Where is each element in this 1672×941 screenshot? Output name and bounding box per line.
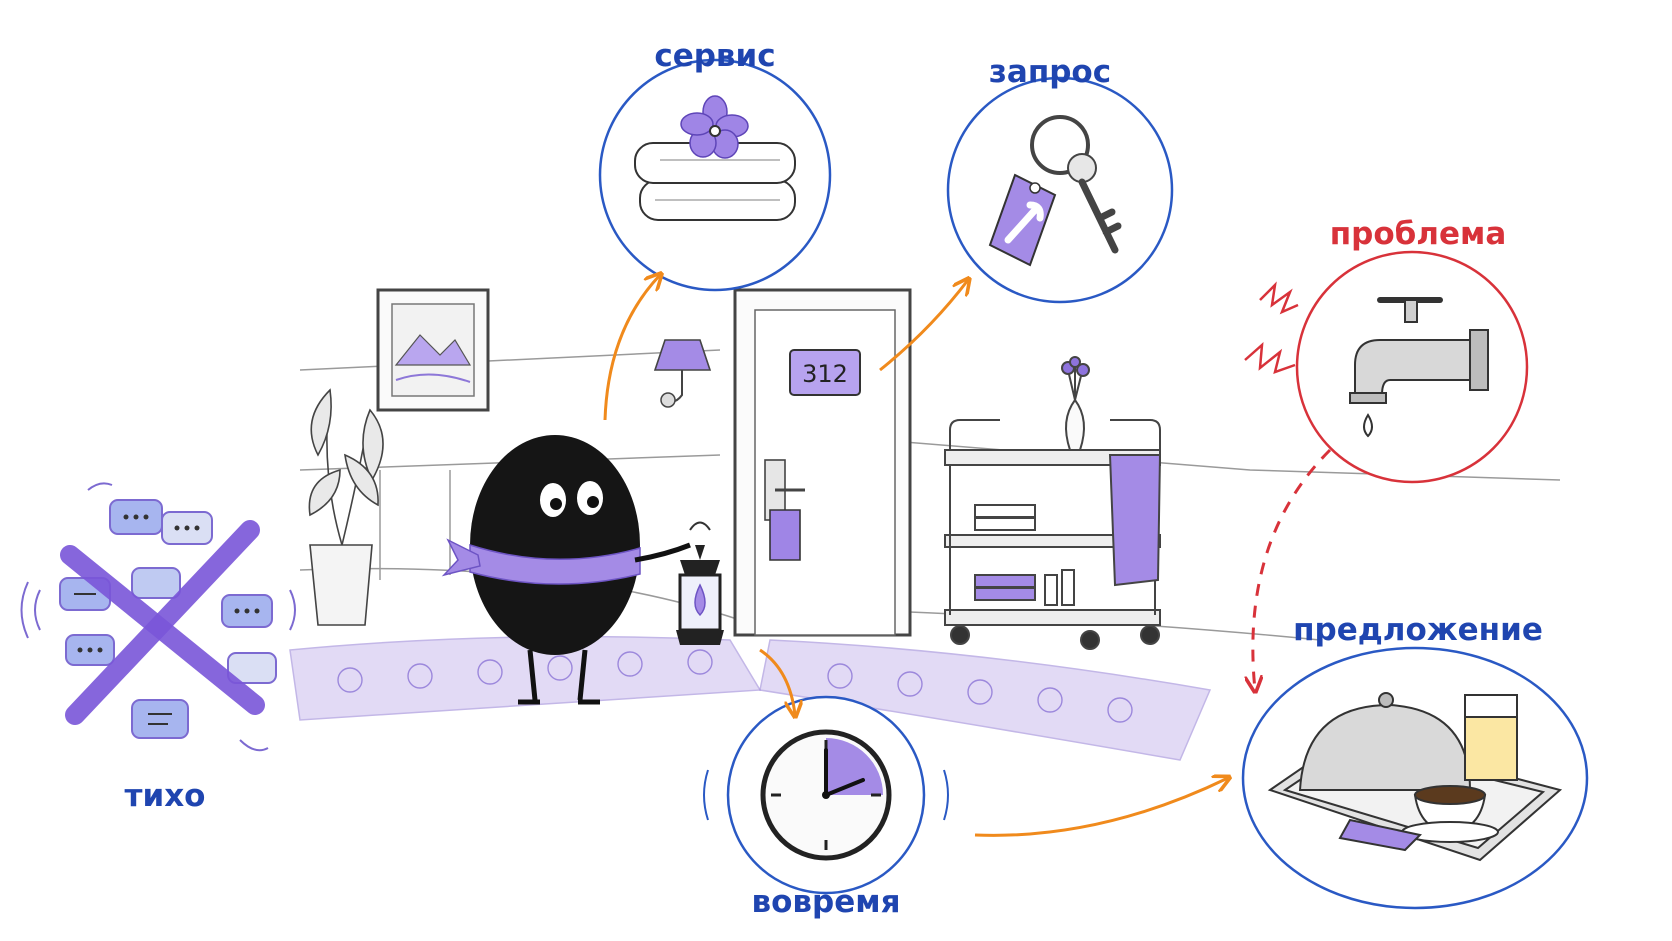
label-on-time: вовремя [752, 884, 901, 920]
lantern-icon [676, 521, 724, 645]
arrow-to-offer [974, 778, 1228, 837]
arrow-to-service [603, 275, 660, 421]
food-tray-icon [1267, 692, 1563, 862]
wall-picture-frame [376, 288, 490, 412]
arrow-to-request [879, 280, 968, 372]
label-service: сервис [654, 38, 775, 74]
offer-node [1241, 646, 1589, 910]
problem-spark-icon [1244, 281, 1299, 374]
room-number: 312 [802, 360, 848, 388]
potted-plant [308, 388, 384, 626]
wall-sconce-lamp [653, 339, 712, 408]
label-quiet: тихо [125, 778, 206, 814]
key-tag-icon [988, 115, 1122, 267]
service-node [598, 58, 832, 292]
door-hang-tag [769, 509, 801, 561]
request-node [946, 76, 1174, 304]
ninja-mascot [441, 435, 691, 705]
hotel-room-door: 312 [733, 288, 912, 637]
dripping-faucet-icon [1349, 297, 1489, 438]
purple-scarf [469, 543, 641, 585]
flow-arrows [603, 275, 1332, 837]
arrow-to-on-time [759, 648, 795, 715]
label-problem: проблема [1330, 216, 1507, 252]
housekeeping-cart [944, 356, 1162, 650]
muted-chat-icon [20, 482, 296, 752]
arrow-problem-to-offer [1253, 448, 1332, 690]
problem-node [1244, 250, 1529, 484]
clock-icon [760, 729, 892, 861]
rug-left [289, 635, 762, 721]
on-time-node [703, 695, 949, 895]
rug-right [759, 639, 1212, 761]
towel-flower-icon [634, 95, 796, 221]
room-number-plate [789, 349, 861, 396]
label-request: запрос [989, 54, 1111, 90]
label-offer: предложение [1293, 612, 1543, 648]
